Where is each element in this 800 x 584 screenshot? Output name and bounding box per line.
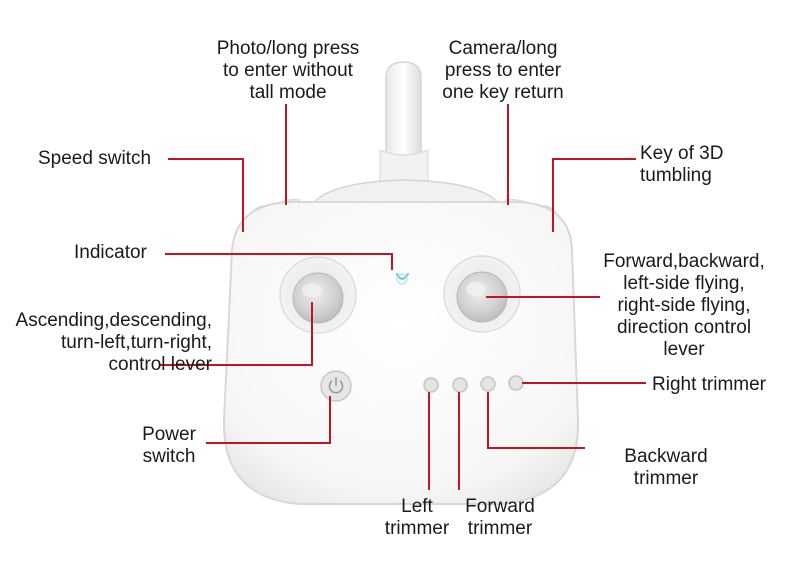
label-right-stick-line-5: lever [663,339,705,360]
label-forward-trimmer: Forward trimmer [452,496,548,540]
label-indicator: Indicator [74,242,147,263]
label-right-trimmer: Right trimmer [652,374,767,395]
label-power-line-2: switch [142,446,196,467]
leader-line-3d [552,158,636,232]
label-photo-line-1: Photo/long press [216,38,360,59]
right-trimmer-button[interactable] [508,375,524,391]
label-photo-line-3: tall mode [249,82,327,103]
label-camera: Camera/long press to enter one key retur… [418,38,588,104]
label-right-stick-line-2: left-side flying, [623,273,745,294]
label-left-trimmer-line-1: Left [401,496,433,517]
power-button[interactable] [320,370,352,402]
label-power-switch: Power switch [128,424,210,468]
backward-trimmer-button[interactable] [480,376,496,392]
label-camera-line-1: Camera/long [448,38,558,59]
label-right-stick-line-1: Forward,backward, [603,251,765,272]
right-control-stick[interactable] [443,255,521,333]
leader-line-speed-switch [168,158,244,232]
label-photo-line-2: to enter without [223,60,353,81]
label-backward-line-1: Backward [624,446,708,467]
left-trimmer-button[interactable] [423,377,439,393]
label-camera-line-2: press to enter [444,60,562,81]
label-right-stick-line-3: right-side flying, [617,295,751,316]
leader-line-power [206,396,331,444]
indicator-light [396,273,409,285]
label-3d-line-2: tumbling [640,165,712,186]
label-photo: Photo/long press to enter without tall m… [198,38,378,104]
label-camera-line-3: one key return [442,82,564,103]
label-forward-trimmer-line-2: trimmer [467,518,533,539]
label-left-trimmer: Left trimmer [372,496,462,540]
leader-line-left-stick [160,302,313,366]
label-right-stick: Forward,backward, left-side flying, righ… [586,251,782,361]
label-backward-trimmer: Backward trimmer [606,446,726,490]
label-left-stick-line-2: turn-left,turn-right, [61,332,212,353]
power-icon [328,377,344,394]
label-3d-line-1: Key of 3D [640,143,724,164]
label-left-trimmer-line-2: trimmer [384,518,450,539]
left-control-stick[interactable] [279,256,357,334]
label-forward-trimmer-line-1: Forward [465,496,535,517]
controller-body [222,201,580,505]
label-power-line-1: Power [142,424,196,445]
label-left-stick-line-3: control lever [108,354,213,375]
label-left-stick-line-1: Ascending,descending, [15,310,212,331]
label-speed-switch: Speed switch [38,148,152,169]
forward-trimmer-button[interactable] [452,377,468,393]
label-left-stick: Ascending,descending, turn-left,turn-rig… [0,310,212,376]
label-backward-line-2: trimmer [633,468,699,489]
label-3d-tumbling: Key of 3D tumbling [640,143,723,187]
leader-line-indicator [165,253,393,270]
label-right-stick-line-4: direction control [616,317,752,338]
leader-line-backward-trimmer [487,392,585,449]
